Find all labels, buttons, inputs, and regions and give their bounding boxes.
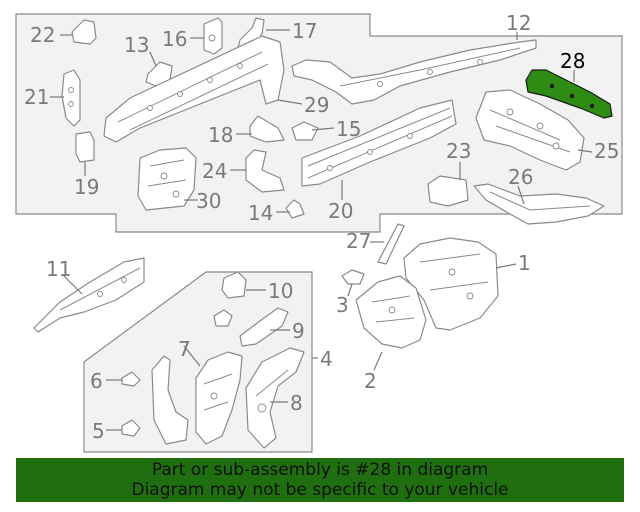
callout-19: 19 [74,175,99,199]
callout-8: 8 [290,391,303,415]
part-22[interactable] [71,19,97,45]
part-11[interactable] [33,257,145,333]
callout-29: 29 [304,93,329,117]
callout-20: 20 [328,199,353,223]
callout-6: 6 [90,369,103,393]
banner-line-1: Part or sub-assembly is #28 in diagram [151,460,489,480]
callout-7: 7 [178,337,191,361]
part-29[interactable] [103,35,285,143]
callout-4: 4 [320,347,333,371]
part-24[interactable] [245,149,285,193]
callout-25: 25 [594,139,619,163]
callout-10: 10 [268,279,293,303]
part-26[interactable] [473,183,605,225]
part-7[interactable] [195,351,243,445]
callout-26: 26 [508,165,533,189]
part-4-pillar[interactable] [151,355,189,445]
part-8[interactable] [245,347,305,449]
callout-9: 9 [292,319,305,343]
part-23[interactable] [427,175,469,207]
part-27[interactable] [377,223,405,265]
callout-11: 11 [46,257,71,281]
part-19[interactable] [75,131,95,163]
callout-16: 16 [162,27,187,51]
callout-30: 30 [196,189,221,213]
part-1[interactable] [403,237,499,331]
callout-14: 14 [248,201,273,225]
callout-1: 1 [518,251,531,275]
callout-27: 27 [346,229,371,253]
callout-3: 3 [336,293,349,317]
callout-21: 21 [24,85,49,109]
callout-13: 13 [124,33,149,57]
callout-12: 12 [506,11,531,35]
part-15[interactable] [291,121,319,141]
part-12[interactable] [291,39,537,105]
callout-22: 22 [30,23,55,47]
part-16[interactable] [203,17,223,55]
part-2[interactable] [355,275,427,349]
part-3[interactable] [341,269,365,285]
callout-18: 18 [208,123,233,147]
part-9[interactable] [213,307,289,347]
leader-lines [50,29,593,431]
callout-15: 15 [336,117,361,141]
part-14[interactable] [285,199,305,219]
part-21[interactable] [61,69,81,127]
info-banner: Part or sub-assembly is #28 in diagram D… [16,458,624,502]
part-10[interactable] [221,271,247,299]
part-5[interactable] [121,419,141,437]
banner-line-2: Diagram may not be specific to your vehi… [131,480,509,500]
callout-28: 28 [560,49,585,73]
callout-24: 24 [202,159,227,183]
part-18[interactable] [249,115,285,143]
callout-17: 17 [292,19,317,43]
callout-5: 5 [92,419,105,443]
part-28-highlighted[interactable] [525,69,613,119]
callout-2: 2 [364,369,377,393]
part-30[interactable] [137,147,197,211]
part-20[interactable] [301,99,457,187]
part-6[interactable] [121,371,141,387]
callout-23: 23 [446,139,471,163]
